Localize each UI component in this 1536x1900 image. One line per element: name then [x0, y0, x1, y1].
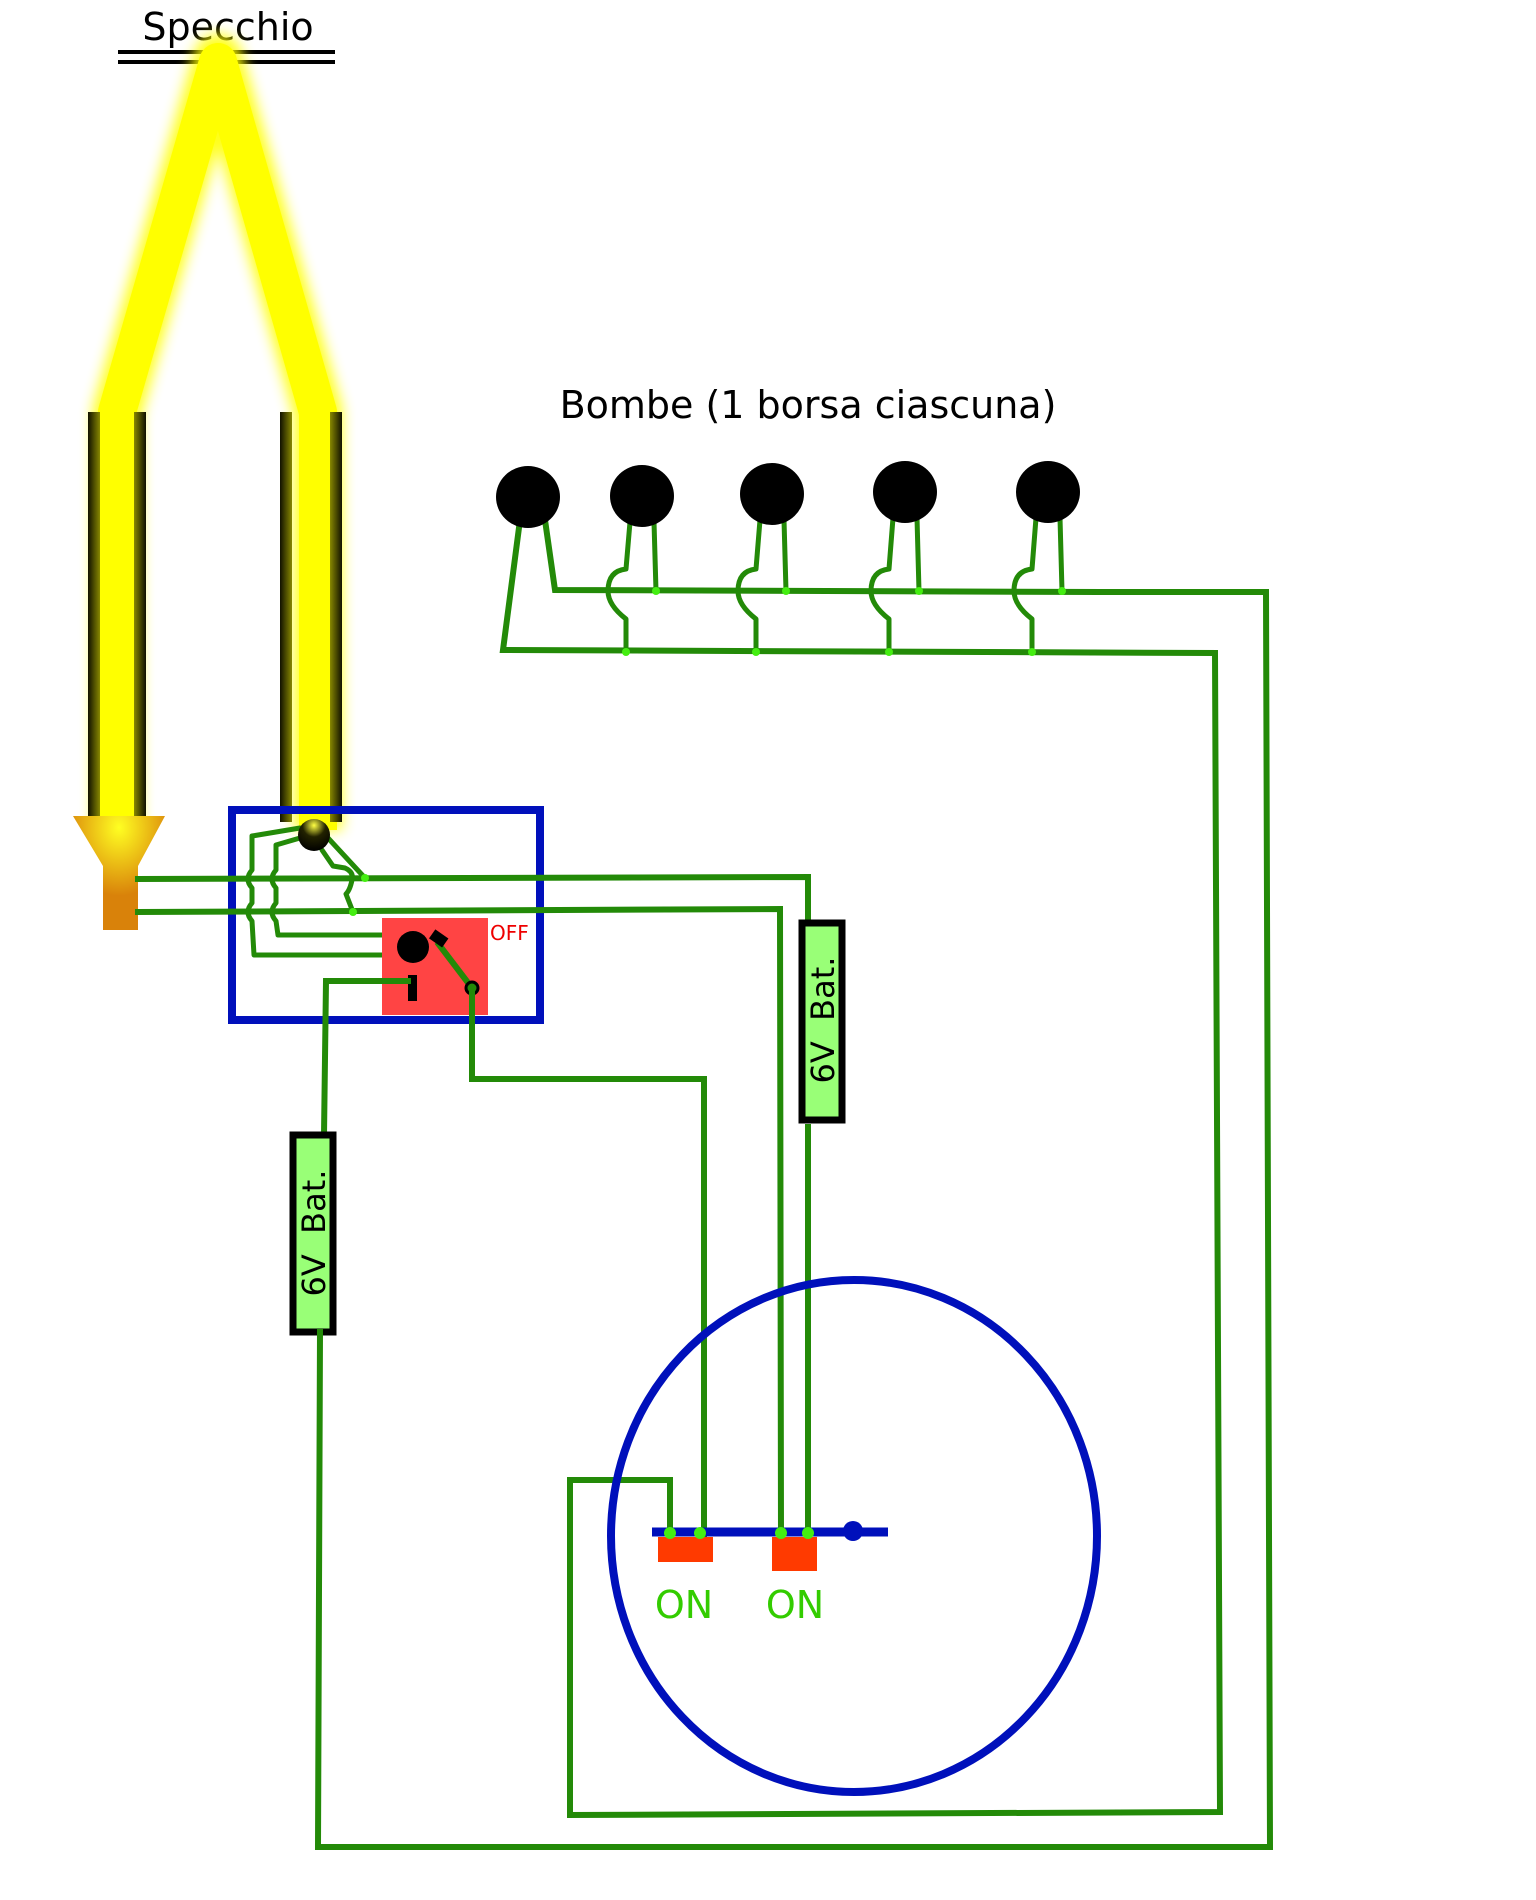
tube-left	[88, 412, 146, 816]
bomb	[605, 465, 674, 656]
switch-state-label: OFF	[490, 921, 529, 945]
light-beam-core	[98, 43, 337, 830]
battery-left: 6V Bat.	[289, 1131, 337, 1336]
bomb-icon	[1016, 461, 1080, 523]
contact-pad-1	[658, 1537, 713, 1562]
contact-label-1: ON	[655, 1583, 713, 1627]
battery-right-label: 6V Bat.	[804, 957, 842, 1084]
bomb-icon	[610, 465, 674, 527]
junction-dot	[361, 874, 369, 882]
junction-dot	[775, 1527, 787, 1539]
target-circle	[607, 1276, 1101, 1796]
switch-pivot	[397, 931, 429, 963]
junction-dot	[349, 908, 357, 916]
enclosure-box	[228, 806, 544, 1024]
contact-pad-2	[772, 1537, 817, 1571]
junction-dot	[622, 648, 630, 656]
switch-wires	[320, 978, 707, 1549]
bomb	[496, 466, 560, 528]
contact-label-2: ON	[766, 1583, 824, 1627]
switch-terminal-bar	[408, 975, 417, 1001]
bomb	[868, 461, 937, 656]
junction-dot	[694, 1527, 706, 1539]
bomb-icon	[496, 466, 560, 528]
battery-right: 6V Bat.	[798, 919, 846, 1124]
contact-bar-knob	[843, 1521, 863, 1541]
bulb-icon	[298, 819, 330, 851]
toggle-switch[interactable]: OFF	[382, 918, 529, 1015]
junction-dot	[915, 587, 923, 595]
junction-dot	[802, 1527, 814, 1539]
bomb-wiring	[499, 516, 1224, 1819]
bomb	[1011, 461, 1080, 656]
junction-dot	[652, 587, 660, 595]
bombs-label: Bombe (1 borsa ciascuna)	[560, 383, 1057, 427]
light-beam	[93, 34, 342, 830]
tube-right	[280, 412, 342, 822]
junction-dot	[1028, 648, 1036, 656]
battery-left-bottom-wire	[314, 589, 1274, 1850]
switch-lever[interactable]	[434, 940, 475, 990]
bombs	[496, 461, 1080, 656]
junction-dot	[885, 648, 893, 656]
torch-icon	[73, 816, 165, 930]
junction-dot	[752, 648, 760, 656]
junction-dot	[664, 1527, 676, 1539]
junction-dot	[1058, 587, 1066, 595]
bomb-icon	[873, 461, 937, 523]
battery-left-label: 6V Bat.	[295, 1170, 333, 1297]
bulb-wires	[245, 825, 398, 958]
junction-dot	[782, 587, 790, 595]
bomb	[735, 463, 804, 656]
switch-lever-tip	[429, 929, 449, 948]
bomb-icon	[740, 463, 804, 525]
contact-bar: ON ON	[652, 1521, 888, 1627]
